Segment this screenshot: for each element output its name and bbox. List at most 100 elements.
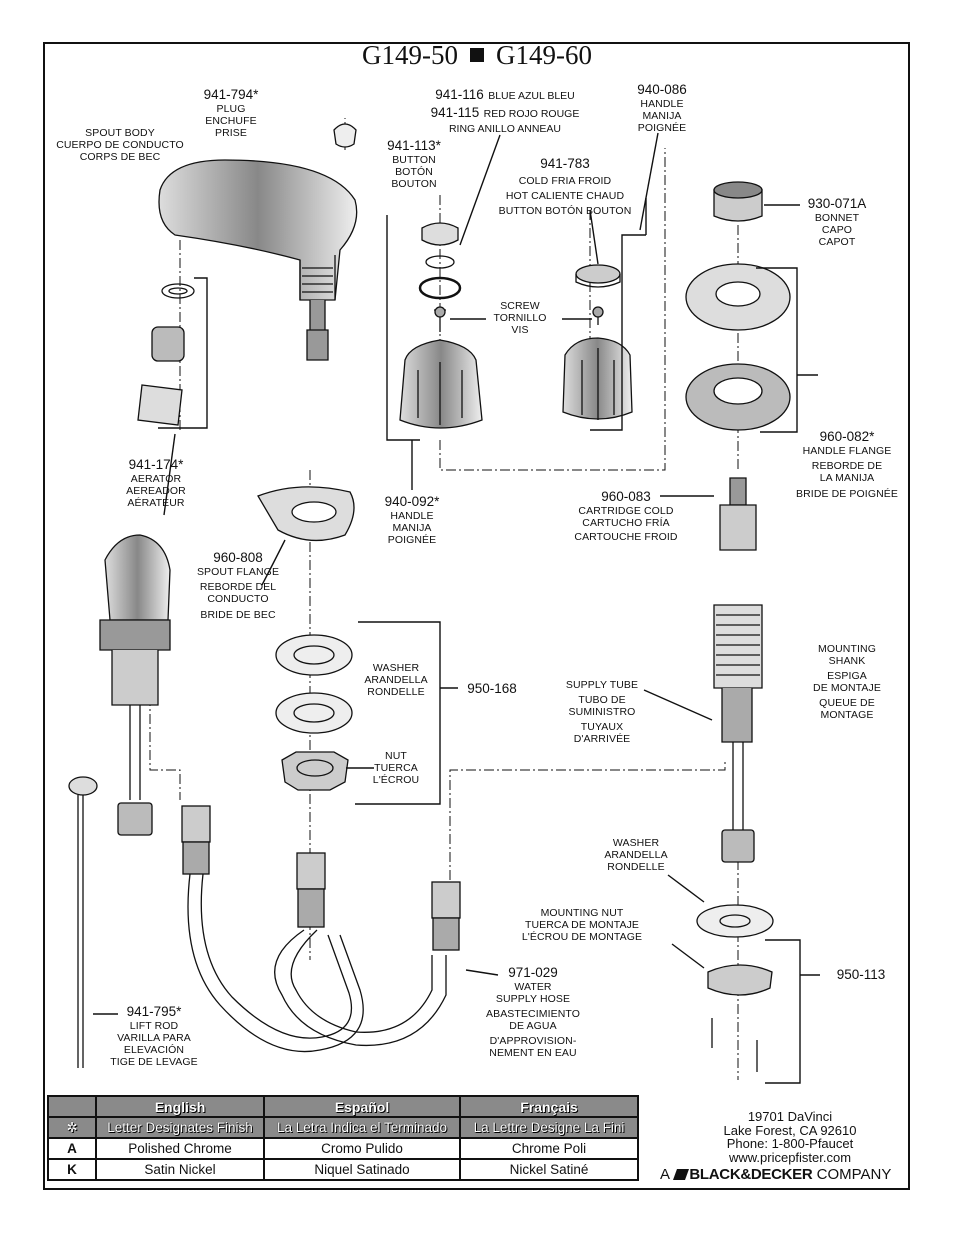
kit-113-number: 950-113	[836, 967, 886, 982]
plug-en: PLUG	[216, 102, 246, 115]
button-783-l2: HOT CALIENTE CHAUD	[505, 189, 625, 202]
lift-rod-icon	[68, 776, 98, 1068]
bonnet-label: 930-071A BONNET CAPO CAPOT	[800, 196, 874, 248]
button-783-number: 941-783	[540, 156, 590, 171]
handle-092-fr: POIGNÉE	[387, 533, 437, 546]
star-symbol: ✲	[47, 1116, 97, 1139]
spout-label: SPOUT BODY CUERPO DE CONDUCTO CORPS DE B…	[50, 127, 190, 163]
address-web: www.pricepfister.com	[728, 1149, 852, 1165]
diagram-frame	[43, 42, 910, 1190]
lift-rod-es1: VARILLA PARA	[117, 1031, 191, 1044]
handle-092-en: HANDLE	[390, 509, 434, 522]
bonnet-es: CAPO	[821, 223, 853, 236]
cartridge-en: CARTRIDGE COLD	[578, 504, 674, 517]
hose-number: 971-029	[508, 965, 558, 980]
handle-086-es: MANIJA	[642, 109, 682, 122]
company-address: 19701 DaVinci Lake Forest, CA 92610 Phon…	[700, 1110, 880, 1165]
handle-092-number: 940-092*	[384, 494, 440, 509]
screw-en: SCREW	[500, 300, 540, 312]
spout-fr: CORPS DE BEC	[79, 151, 161, 164]
shank-es1: ESPIGA	[827, 670, 867, 683]
nut-en: NUT	[385, 750, 407, 762]
legend-corner	[47, 1095, 97, 1118]
washer-168-number-label: 950-168	[460, 681, 524, 697]
hot-valve-icon	[99, 534, 171, 836]
plug-fr: PRISE	[214, 126, 247, 139]
small-washer-icon	[161, 283, 195, 299]
code-k: K	[47, 1158, 97, 1181]
legend-header-row: English Español Français	[47, 1095, 639, 1118]
legend-star-row: ✲ Letter Designates Finish La Letra Indi…	[47, 1116, 639, 1139]
mounting-nut-icon	[707, 964, 773, 1072]
ring-text: RING ANILLO ANNEAU	[448, 122, 562, 135]
shank-es2: DE MONTAJE	[813, 682, 881, 695]
plug-es: ENCHUFE	[205, 114, 257, 127]
legend-header-es: Español	[263, 1095, 461, 1118]
handle-086-number: 940-086	[637, 82, 687, 97]
supply-tube-es2: SUMINISTRO	[568, 706, 636, 719]
cartridge-fr: CARTOUCHE FROID	[574, 530, 678, 543]
spout-es: CUERPO DE CONDUCTO	[56, 139, 184, 152]
washer-168-fr: RONDELLE	[367, 686, 425, 699]
row-a-fr: Chrome Poli	[459, 1137, 639, 1160]
bonnet-en: BONNET	[814, 211, 860, 224]
mounting-nut-fr: L'ÉCROU DE MONTAGE	[521, 931, 643, 944]
bonnet-icon	[713, 181, 763, 222]
washer-113-en: WASHER	[612, 837, 660, 849]
star-es: La Letra Indica el Terminado	[263, 1116, 461, 1139]
black-decker-hexagon-icon	[673, 1169, 690, 1180]
row-k-es: Niquel Satinado	[263, 1158, 461, 1181]
model-b: G149-60	[496, 40, 592, 70]
flange-es1: REBORDE DE	[811, 459, 883, 472]
handle-086-en: HANDLE	[640, 97, 684, 110]
mounting-nut-en: MOUNTING NUT	[540, 907, 624, 919]
supply-tube-es1: TUBO DE	[578, 694, 626, 707]
screw-fr: VIS	[511, 324, 529, 337]
button-113-es: BOTÓN	[395, 165, 433, 178]
plug-number: 941-794*	[203, 87, 259, 102]
button-113-fr: BOUTON	[391, 177, 437, 190]
nut-label: NUT TUERCA L'ÉCROU	[366, 750, 426, 786]
spout-en: SPOUT BODY	[85, 127, 155, 139]
spout-flange-es1: REBORDE DEL	[199, 580, 277, 593]
mounting-nut-label: MOUNTING NUT TUERCA DE MONTAJE L'ÉCROU D…	[514, 907, 650, 943]
aerator-en: AERATOR	[130, 472, 182, 485]
button-783-l3: BUTTON BOTÓN BOUTON	[498, 204, 632, 217]
lift-rod-es2: ELEVACIÓN	[123, 1043, 185, 1056]
button-113-label: 941-113* BUTTON BOTÓN BOUTON	[378, 138, 450, 190]
finish-legend-table: English Español Français ✲ Letter Design…	[47, 1095, 639, 1181]
address-phone: Phone: 1-800-Pfaucet	[726, 1136, 854, 1152]
button-color-label: 941-116 BLUE AZUL BLEU 941-115 RED ROJO …	[420, 86, 590, 135]
left-handle-icon	[399, 339, 483, 429]
shank-en1: MOUNTING	[818, 643, 876, 655]
row-a-en: Polished Chrome	[95, 1137, 265, 1160]
hose-en1: WATER	[514, 980, 552, 993]
right-handle-icon	[562, 337, 633, 420]
nut-fr: L'ÉCROU	[372, 774, 420, 787]
mounting-shank-label: MOUNTING SHANK ESPIGA DE MONTAJE QUEUE D…	[805, 643, 889, 721]
washer-168-en: WASHER	[372, 662, 420, 674]
plug-label: 941-794* PLUG ENCHUFE PRISE	[195, 87, 267, 139]
blue-number: 941-116	[435, 87, 484, 102]
separator-square	[470, 48, 484, 62]
code-a: A	[47, 1137, 97, 1160]
handle-flange-label: 960-082* HANDLE FLANGE REBORDE DE LA MAN…	[790, 429, 904, 500]
spout-flange-label: 960-808 SPOUT FLANGE REBORDE DEL CONDUCT…	[190, 550, 286, 621]
red-text: RED ROJO ROUGE	[483, 108, 580, 121]
aerator-icon	[137, 326, 185, 426]
washer-168-label: WASHER ARANDELLA RONDELLE	[360, 662, 432, 698]
row-k-en: Satin Nickel	[95, 1158, 265, 1181]
lift-rod-number: 941-795*	[126, 1004, 182, 1019]
plug-icon	[333, 123, 357, 148]
cartridge-icon	[719, 477, 757, 551]
shank-fr2: MONTAGE	[820, 709, 874, 722]
legend-header-en: English	[95, 1095, 265, 1118]
aerator-number: 941-174*	[128, 457, 184, 472]
lift-rod-fr: TIGE DE LEVAGE	[110, 1055, 198, 1068]
legend-header-fr: Français	[459, 1095, 639, 1118]
legend-row-k: K Satin Nickel Niquel Satinado Nickel Sa…	[47, 1158, 639, 1181]
washer-168-es: ARANDELLA	[364, 674, 428, 687]
address-street: 19701 DaVinci	[747, 1109, 833, 1124]
hose-fr1: D'APPROVISION-	[489, 1034, 577, 1047]
